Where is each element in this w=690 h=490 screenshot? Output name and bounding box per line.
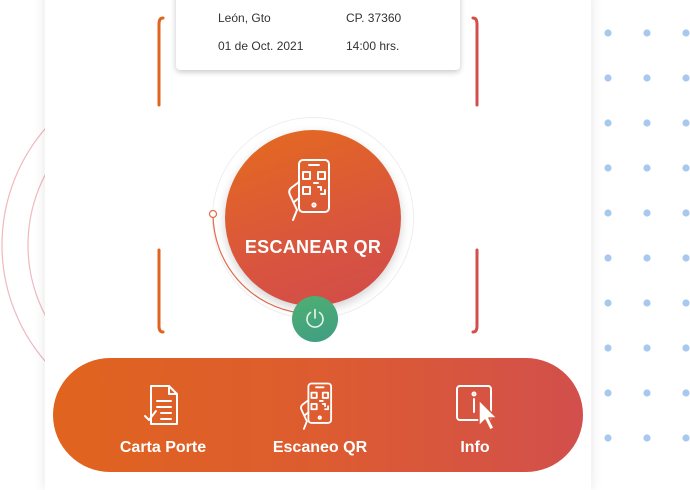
decorative-dot [643, 254, 651, 262]
decorative-dot [682, 119, 690, 127]
decorative-dot [682, 299, 690, 307]
decorative-dot [604, 29, 612, 37]
decorative-dot [682, 434, 690, 442]
decorative-dot [604, 74, 612, 82]
decorative-dot [604, 299, 612, 307]
nav-label-info: Info [460, 439, 490, 456]
time-text: 14:00 hrs. [346, 39, 400, 53]
decorative-dot [643, 299, 651, 307]
nav-item-info[interactable]: Info [405, 358, 545, 472]
power-icon [306, 308, 324, 328]
decorative-dot [604, 434, 612, 442]
decorative-dot [682, 254, 690, 262]
trip-info-card: León, Gto CP. 37360 01 de Oct. 2021 14:0… [176, 0, 460, 70]
scan-frame-brackets [157, 16, 479, 334]
progress-arc [208, 209, 301, 314]
nav-label-escaneo-qr: Escaneo QR [272, 439, 368, 456]
decorative-dot [682, 164, 690, 172]
decorative-dot [643, 74, 651, 82]
decorative-dot [643, 389, 651, 397]
decorative-dot [682, 344, 690, 352]
city-text: León, Gto [218, 11, 271, 25]
nav-label-carta-porte: Carta Porte [119, 439, 207, 456]
decorative-dot [604, 254, 612, 262]
decorative-dot [682, 209, 690, 217]
decorative-dot [682, 389, 690, 397]
decorative-dot [604, 209, 612, 217]
phone-qr-scan-icon [288, 159, 330, 221]
dot-grid-decoration [604, 29, 690, 442]
info-pointer-icon [456, 385, 498, 431]
decorative-dot [643, 344, 651, 352]
document-check-icon [144, 385, 178, 425]
decorative-dot [604, 119, 612, 127]
date-text: 01 de Oct. 2021 [218, 39, 304, 53]
decorative-dot [682, 74, 690, 82]
scan-qr-button[interactable]: ESCANEAR QR [225, 130, 401, 306]
bottom-navigation: Carta Porte Escaneo QR [53, 358, 583, 472]
nav-item-carta-porte[interactable]: Carta Porte [93, 358, 233, 472]
decorative-dot [604, 389, 612, 397]
phone-qr-scan-icon [300, 382, 333, 430]
decorative-dot [643, 209, 651, 217]
postal-code-text: CP. 37360 [346, 11, 402, 25]
decorative-dot [604, 344, 612, 352]
nav-item-escaneo-qr[interactable]: Escaneo QR [250, 358, 390, 472]
scan-qr-label: ESCANEAR QR [244, 237, 382, 257]
decorative-dot [643, 434, 651, 442]
decorative-dot [643, 164, 651, 172]
decorative-dot [643, 119, 651, 127]
decorative-dot [682, 29, 690, 37]
power-button[interactable] [292, 296, 338, 342]
decorative-dot [643, 29, 651, 37]
decorative-dot [604, 164, 612, 172]
